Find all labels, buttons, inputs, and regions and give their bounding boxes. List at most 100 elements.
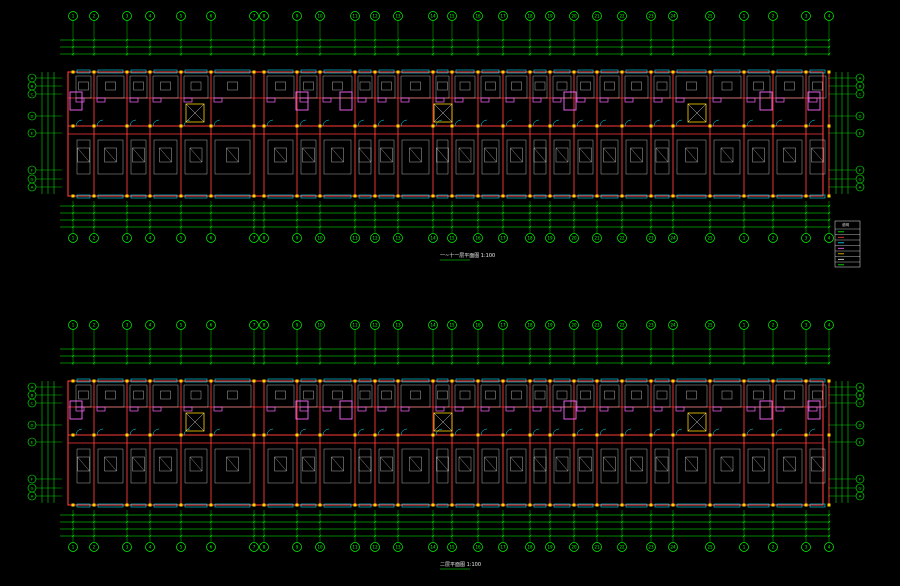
bed-symbol xyxy=(77,147,90,163)
floor-plan-lower[interactable]: 1122334455667788991010111112121313141415… xyxy=(27,320,865,552)
bed-symbol xyxy=(720,147,734,163)
column-marker xyxy=(373,194,377,198)
window-bottom xyxy=(323,194,352,199)
dimension-tick xyxy=(620,225,624,229)
axis-label-bottom: 23 xyxy=(648,236,654,241)
dimension-tick xyxy=(450,534,454,538)
bed-symbol xyxy=(511,81,522,91)
dimension-tick xyxy=(353,38,357,42)
column-marker xyxy=(252,433,256,437)
dimension-tick xyxy=(708,513,712,517)
column-marker xyxy=(450,194,454,198)
dimension-tick xyxy=(572,527,576,531)
dimension-tick xyxy=(528,520,532,524)
window-top xyxy=(713,378,741,383)
dimension-tick xyxy=(742,211,746,215)
dimension-tick xyxy=(620,38,624,42)
floor-plan-upper[interactable]: 1122334455667788991010111112121313141415… xyxy=(27,11,865,243)
dimension-tick xyxy=(148,38,152,42)
axis-bubble-bottom xyxy=(473,233,483,243)
dimension-tick xyxy=(71,45,75,49)
bed-symbol xyxy=(303,81,314,91)
bathroom-fixture xyxy=(759,400,773,420)
dimension-tick xyxy=(548,204,552,208)
axis-bubble-bottom xyxy=(705,233,715,243)
bed-symbol xyxy=(631,81,642,91)
room-furniture-outline xyxy=(436,139,449,175)
dimension-tick xyxy=(353,513,357,517)
dimension-tick xyxy=(548,38,552,42)
bed-symbol xyxy=(331,147,344,163)
column-marker xyxy=(501,124,505,128)
dimension-tick xyxy=(262,347,266,351)
dimension-tick xyxy=(649,361,653,365)
shaft-cross xyxy=(185,412,205,432)
dimension-tick xyxy=(649,527,653,531)
axis-label-top: 4 xyxy=(149,14,152,19)
dimension-tick xyxy=(262,218,266,222)
dimension-tick xyxy=(148,347,152,351)
dimension-tick xyxy=(827,361,831,365)
dimension-tick xyxy=(804,225,808,229)
axis-label-top: 13 xyxy=(395,14,401,19)
room-furniture-outline xyxy=(76,448,91,484)
bed-diagonal xyxy=(189,456,203,472)
column-marker xyxy=(125,503,129,507)
dimension-tick xyxy=(125,38,129,42)
bed-symbol xyxy=(511,390,522,400)
dimension-tick xyxy=(671,354,675,358)
dimension-tick xyxy=(209,218,213,222)
window-top xyxy=(654,378,670,383)
dimension-tick xyxy=(125,520,129,524)
column-marker xyxy=(148,194,152,198)
dimension-tick xyxy=(209,52,213,56)
dimension-tick xyxy=(827,211,831,215)
dimension-tick xyxy=(595,225,599,229)
room-furniture-outline xyxy=(599,75,620,99)
column-marker xyxy=(548,124,552,128)
dimension-tick xyxy=(476,527,480,531)
dimension-tick xyxy=(827,347,831,351)
row-label-right: E xyxy=(859,131,862,136)
bed-diagonal xyxy=(685,456,698,472)
window-bottom xyxy=(577,194,594,199)
door-swing xyxy=(552,428,560,436)
dimension-tick xyxy=(572,513,576,517)
axis-bubble-bottom xyxy=(739,233,749,243)
bed-diagonal xyxy=(159,147,172,163)
door-block xyxy=(599,406,609,412)
bed-symbol xyxy=(380,147,393,163)
window-top xyxy=(378,378,395,383)
dimension-tick xyxy=(252,513,256,517)
door-swing xyxy=(322,428,330,436)
dimension-tick xyxy=(71,354,75,358)
dimension-tick xyxy=(252,45,256,49)
dimension-tick xyxy=(179,45,183,49)
column-marker xyxy=(353,433,357,437)
elevator-shaft xyxy=(185,103,205,123)
dimension-tick xyxy=(501,211,505,215)
window-top xyxy=(553,69,571,74)
dimension-tick xyxy=(92,218,96,222)
window-top xyxy=(184,69,208,74)
bed-diagonal xyxy=(380,456,393,472)
column-marker xyxy=(148,433,152,437)
dimension-tick xyxy=(209,211,213,215)
column-marker xyxy=(708,124,712,128)
dimension-tick xyxy=(71,513,75,517)
axis-bubble-bottom xyxy=(768,233,778,243)
door-swing xyxy=(96,119,104,127)
door-block xyxy=(552,97,562,103)
dimension-tick xyxy=(476,513,480,517)
room-furniture-outline xyxy=(300,448,317,484)
column-marker xyxy=(295,379,299,383)
dimension-tick xyxy=(595,204,599,208)
window-top xyxy=(436,378,449,383)
door-block xyxy=(653,97,663,103)
dimension-tick xyxy=(742,520,746,524)
door-block xyxy=(576,406,586,412)
row-label-right: D xyxy=(859,114,862,119)
window-bottom xyxy=(506,194,527,199)
dimension-tick xyxy=(708,52,712,56)
